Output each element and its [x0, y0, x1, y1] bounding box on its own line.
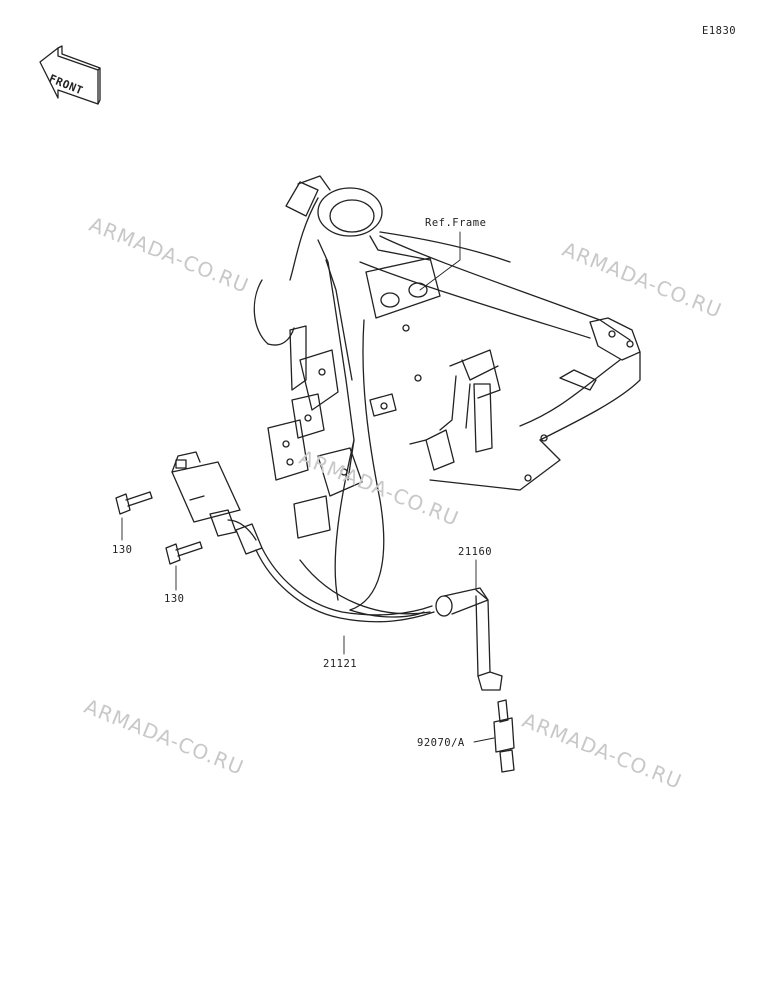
spark-plug-cap: [435, 587, 503, 691]
front-arrow-icon: [39, 45, 101, 105]
ref-frame-label: Ref.Frame: [425, 217, 487, 229]
bolt-130-upper: [115, 491, 153, 515]
part-label-130-lower: 130: [164, 593, 185, 605]
ignition-lead: [255, 547, 435, 623]
leader-lines: [121, 231, 495, 743]
part-label-130-upper: 130: [112, 544, 133, 556]
spark-plug: [493, 699, 515, 773]
part-label-21121: 21121: [323, 658, 358, 670]
ignition-coil: [171, 451, 263, 555]
bolt-130-lower: [165, 541, 203, 565]
diagram-code: E1830: [702, 25, 737, 37]
frame-drawing: [253, 175, 641, 618]
part-label-21160: 21160: [458, 546, 493, 558]
part-label-92070a: 92070/A: [417, 737, 465, 749]
